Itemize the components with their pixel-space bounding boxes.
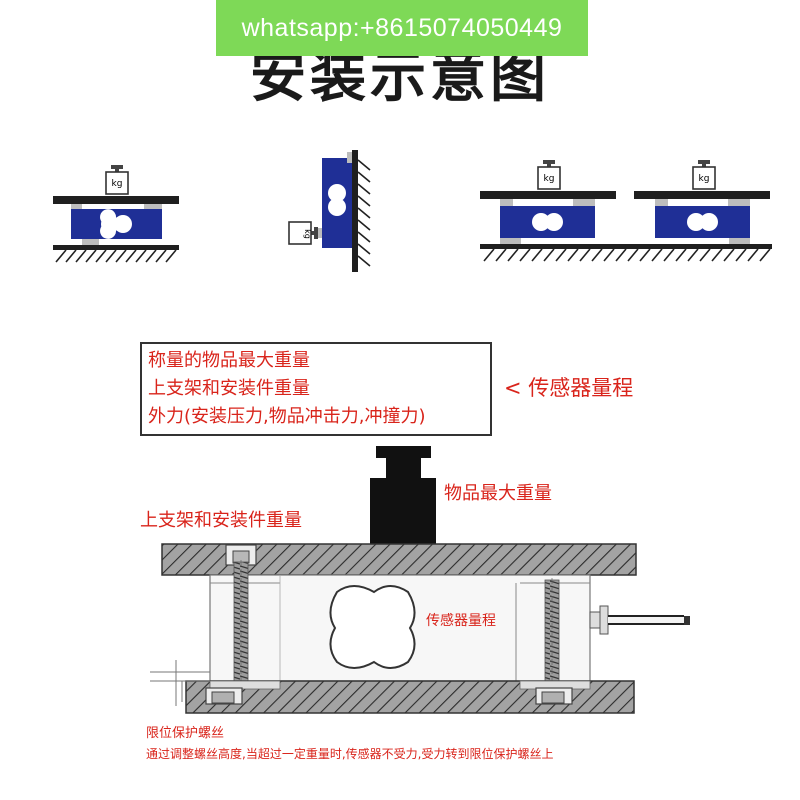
mount-example-wall: kg	[288, 150, 371, 272]
watermark-text: whatsapp:+8615074050449	[241, 13, 563, 42]
weight-label: kg	[544, 174, 555, 184]
weight-block	[370, 446, 436, 544]
range-line: 称量的物品最大重量	[148, 350, 310, 371]
weight-label: kg	[112, 179, 123, 189]
range-line: 上支架和安装件重量	[148, 378, 310, 399]
weight-label: kg	[699, 174, 710, 184]
limit-screw-note: 通过调整螺丝高度,当超过一定重量时,传感器不受力,受力转到限位保护螺丝上	[146, 747, 554, 761]
sensor-range-inline-label: 传感器量程	[426, 613, 496, 629]
range-line: 外力(安装压力,物品冲击力,冲撞力)	[148, 406, 426, 427]
weight-label: kg	[303, 229, 312, 239]
mount-example-flat: kg	[53, 164, 179, 263]
cross-section	[150, 446, 690, 714]
sensor-range-composition-box: 称量的物品最大重量 上支架和安装件重量 外力(安装压力,物品冲击力,冲撞力)	[140, 342, 492, 436]
watermark-banner: whatsapp:+8615074050449	[216, 0, 588, 56]
upper-bracket-weight-label: 上支架和安装件重量	[140, 510, 302, 531]
mount-example-double: kg kg	[480, 159, 772, 262]
sensor-cable	[589, 605, 690, 635]
limit-screw-label: 限位保护螺丝	[146, 726, 225, 741]
sensor-range-label: < 传感器量程	[504, 376, 634, 400]
item-max-weight-label: 物品最大重量	[444, 483, 552, 504]
